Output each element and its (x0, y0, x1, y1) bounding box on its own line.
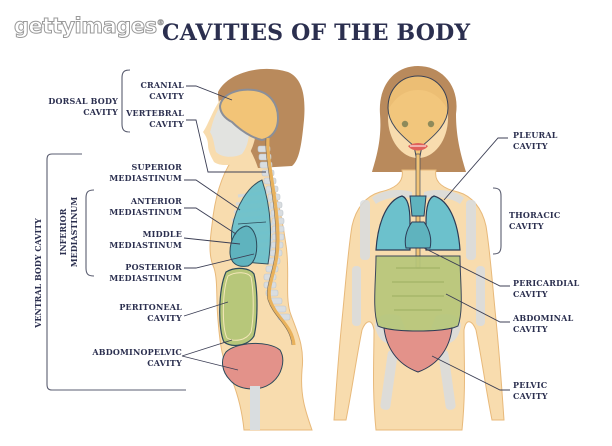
front-left-lung (375, 195, 411, 251)
label-anterior-mediastinum: ANTERIOR MEDIASTINUM (109, 196, 182, 217)
side-figure (203, 68, 313, 431)
side-femur (250, 386, 260, 430)
label-superior-mediastinum: SUPERIOR MEDIASTINUM (109, 162, 182, 183)
front-pericardial (404, 221, 432, 249)
leader-anterior (184, 207, 237, 235)
leader-lines (181, 85, 510, 391)
watermark-logo: gettyimages® (14, 14, 165, 39)
leader-pleural (443, 137, 508, 201)
side-heart (229, 225, 258, 267)
side-peritoneal-cavity (219, 267, 258, 346)
side-vertebral-cavity (266, 137, 296, 346)
leader-superior (184, 179, 241, 211)
leader-vertebral (186, 119, 266, 173)
leader-peritoneal (183, 301, 229, 317)
dorsal-bracket (121, 69, 131, 133)
label-pericardial-cavity: PERICARDIAL CAVITY (513, 278, 580, 299)
label-pleural-cavity: PLEURAL CAVITY (513, 130, 558, 151)
label-dorsal-body-cavity: DORSAL BODY CAVITY (48, 96, 118, 117)
leader-abdominopelvic-1 (181, 339, 233, 357)
label-vertebral-cavity: VERTEBRAL CAVITY (126, 108, 184, 129)
front-figure (333, 66, 505, 431)
watermark-mark: ® (156, 18, 165, 28)
label-peritoneal-cavity: PERITONEAL CAVITY (119, 302, 182, 323)
leader-abdominal (445, 293, 510, 323)
right-eye (427, 120, 435, 128)
leader-pericardial (423, 247, 510, 287)
label-inferior-mediastinum: INFERIOR MEDIASTINUM (58, 196, 79, 268)
mouth (408, 143, 428, 151)
label-middle-mediastinum: MIDDLE MEDIASTINUM (109, 229, 182, 250)
label-posterior-mediastinum: POSTERIOR MEDIASTINUM (109, 262, 182, 283)
label-abdominal-cavity: ABDOMINAL CAVITY (513, 313, 574, 334)
side-pelvic-cavity (222, 343, 284, 390)
label-thoracic-cavity: THORACIC CAVITY (509, 210, 561, 231)
left-eye (401, 120, 409, 128)
watermark-text: gettyimages (14, 14, 158, 39)
leader-pelvic (431, 355, 510, 391)
leader-abdominopelvic-2 (181, 355, 239, 371)
front-pelvic-cavity (383, 327, 453, 373)
diagram-title: CAVITIES OF THE BODY (162, 20, 471, 46)
ventral-bracket (46, 153, 186, 391)
leader-posterior (184, 253, 255, 269)
front-right-lung (425, 195, 461, 251)
inferior-bracket (85, 189, 95, 277)
brackets (46, 69, 502, 391)
label-abdominopelvic-cavity: ABDOMINOPELVIC CAVITY (92, 347, 182, 368)
label-cranial-cavity: CRANIAL CAVITY (140, 80, 184, 101)
leader-cranial (186, 85, 233, 101)
label-ventral-body-cavity: VENTRAL BODY CAVITY (33, 218, 43, 328)
leader-middle (183, 237, 241, 245)
side-cranial-cavity (218, 88, 280, 142)
thoracic-bracket (492, 187, 502, 255)
label-pelvic-cavity: PELVIC CAVITY (513, 380, 548, 401)
